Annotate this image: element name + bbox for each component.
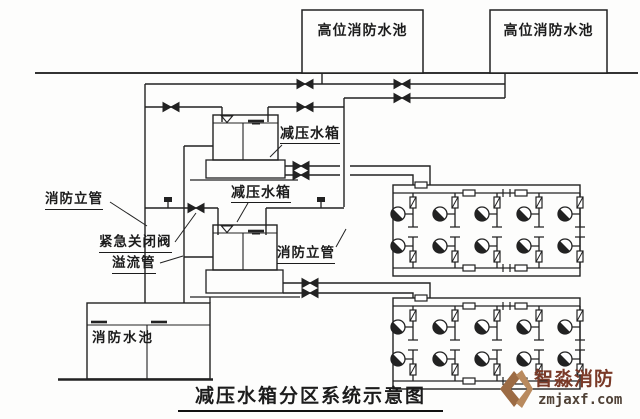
- diagram-title: 减压水箱分区系统示意图: [178, 385, 443, 412]
- gate-valve-icon: [393, 93, 411, 103]
- gate-valve-icon: [292, 161, 310, 171]
- fire-pool-label: 消防水池: [92, 330, 154, 346]
- high-pool-2-label: 高位消防水池: [503, 23, 594, 39]
- gate-valve-icon: [301, 288, 319, 298]
- gate-valve-icon: [296, 102, 314, 112]
- gate-valve-icon: [296, 79, 314, 89]
- high-pool-boxes: [301, 9, 608, 74]
- overflow-pipe-label: 溢流管: [112, 255, 156, 274]
- gate-valve-icon: [162, 102, 180, 112]
- water-level-icon: [220, 225, 234, 234]
- hydrant-zone-upper: [391, 182, 585, 276]
- reducing-tank-2-label: 减压水箱: [231, 185, 291, 204]
- standpipe-left-label: 消防立管: [45, 191, 103, 210]
- emergency-shutoff-valve-icon: [187, 203, 205, 213]
- tank2-outlets: [283, 278, 431, 298]
- standpipe-mid-label: 消防立管: [277, 245, 335, 264]
- watermark-site: zmjaxf.com: [538, 392, 623, 408]
- brand-logo-icon: [500, 370, 533, 408]
- water-level-icon: [220, 115, 234, 124]
- high-pool-1-label: 高位消防水池: [317, 23, 408, 39]
- reducing-tank-1-label: 减压水箱: [280, 126, 340, 145]
- gate-valve-icon: [292, 170, 310, 180]
- overflow-pipe: [183, 145, 213, 303]
- leader-lines: [109, 144, 347, 264]
- reducing-tank-1: [190, 114, 298, 181]
- watermark-brand: 智淼消防: [534, 368, 615, 390]
- fire-pool: [58, 302, 213, 381]
- butterfly-valve-icon: [163, 196, 173, 209]
- reducing-tank-2: [190, 224, 300, 303]
- mid-branch-piping: [145, 196, 344, 235]
- butterfly-valve-icon: [316, 196, 326, 209]
- gate-valve-icon: [393, 79, 411, 89]
- tank1-outlets: [285, 161, 431, 185]
- emergency-valve-label: 紧急关闭阀: [99, 234, 172, 253]
- gate-valve-icon: [301, 278, 319, 288]
